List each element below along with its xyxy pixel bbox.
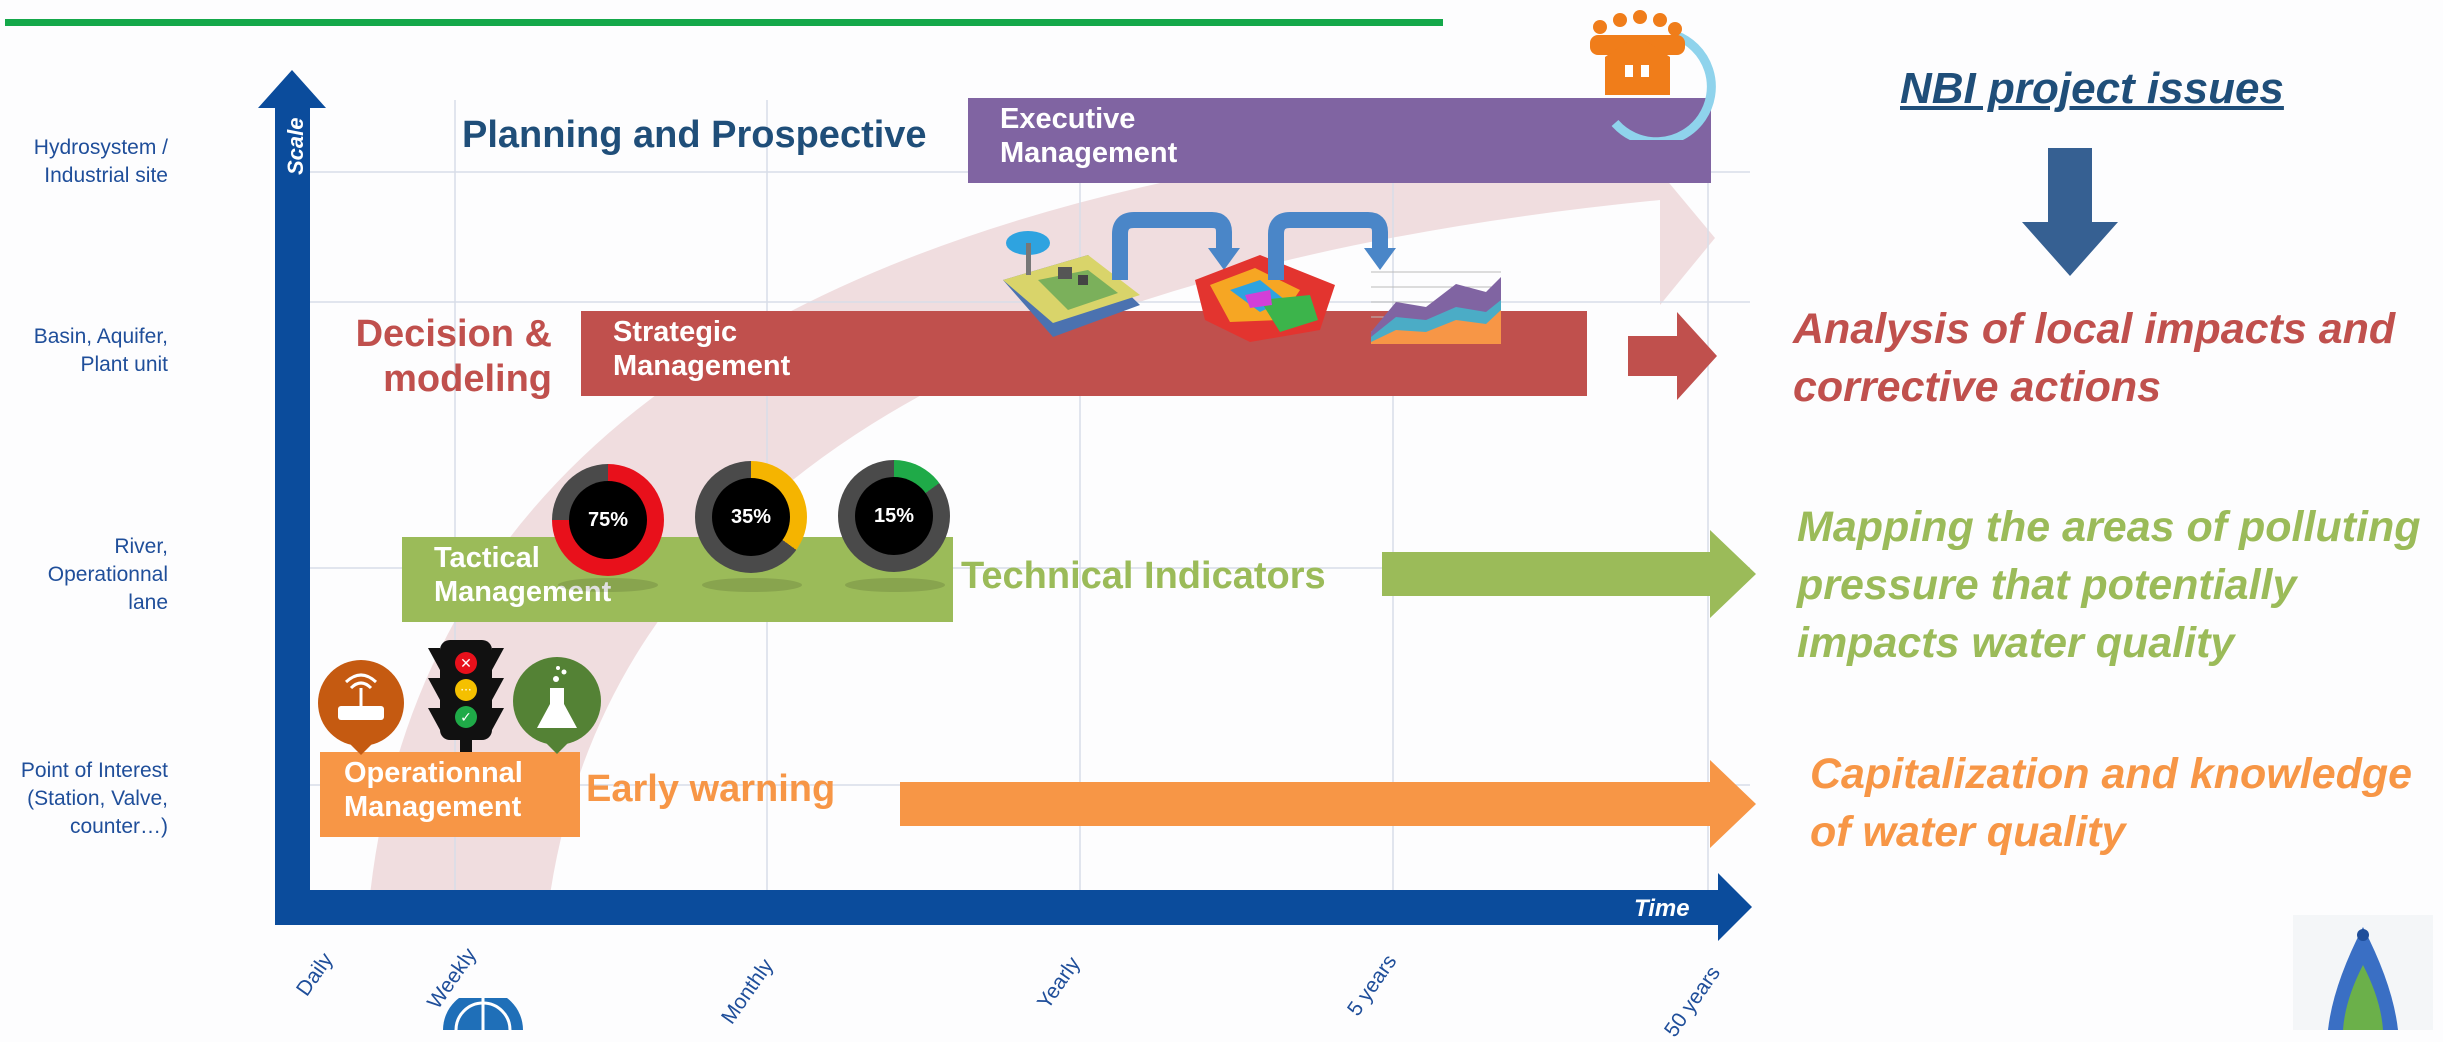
traffic-light-icon: ✕ ··· ✓ [428,640,504,752]
arrow-green [1382,530,1756,618]
svg-text:···: ··· [460,683,471,697]
flask-icon [513,657,601,754]
gauge-15-percent: 15% [838,460,950,572]
flow-arrow-2 [1268,212,1396,280]
level-early-warning: Early warning [586,768,836,810]
top-accent-line [5,19,1443,26]
gauge-shadow [558,578,658,592]
arrow-red [1628,312,1717,400]
globe-logo-icon [443,998,523,1030]
level-technical: Technical Indicators [961,555,1326,597]
people-logo-icon [1590,10,1716,140]
x-axis-title: Time [1634,895,1690,922]
svg-text:✓: ✓ [460,710,472,726]
issue-mapping: Mapping the areas of polluting pressure … [1797,503,2421,667]
issue-analysis: Analysis of local impacts and corrective… [1793,305,2396,411]
y-level-basin: Basin, Aquifer, Plant unit [33,325,168,376]
down-arrow [2022,148,2118,276]
operational-management-box: Operationnal Management [320,752,580,837]
level-decision: Decision & modeling [355,313,552,400]
gauge-75-percent: 75% [552,464,664,576]
area-chart-icon [1371,271,1501,344]
y-level-point-of-interest: Point of Interest (Station, Valve, count… [20,759,168,838]
gauge-label: 15% [855,477,933,555]
water-drop-logo-icon [2293,915,2433,1030]
heatmap-icon [1195,255,1335,342]
terrain-3d-icon [1003,231,1140,337]
gauge-shadow [702,578,802,592]
issue-capitalization: Capitalization and knowledge of water qu… [1810,750,2413,856]
arrow-orange [900,760,1756,848]
svg-text:✕: ✕ [460,656,472,672]
flow-arrow-1 [1112,212,1240,280]
sensor-icon [318,660,404,755]
y-level-hydrosystem: Hydrosystem / Industrial site [33,136,168,187]
gauge-label: 35% [712,478,790,556]
executive-management-box: Executive Management [968,98,1711,183]
gauge-label: 75% [569,481,647,559]
gauge-35-percent: 35% [695,461,807,573]
tactical-management-box: Tactical Management [402,537,953,622]
y-axis-arrow [258,70,326,925]
x-axis-arrow [275,873,1752,941]
gauge-shadow [845,578,945,592]
level-planning: Planning and Prospective [462,114,927,156]
y-axis-title: Scale [283,117,308,176]
issues-title: NBI project issues [1900,64,2284,113]
y-level-river: River, Operationnal lane [47,535,168,614]
